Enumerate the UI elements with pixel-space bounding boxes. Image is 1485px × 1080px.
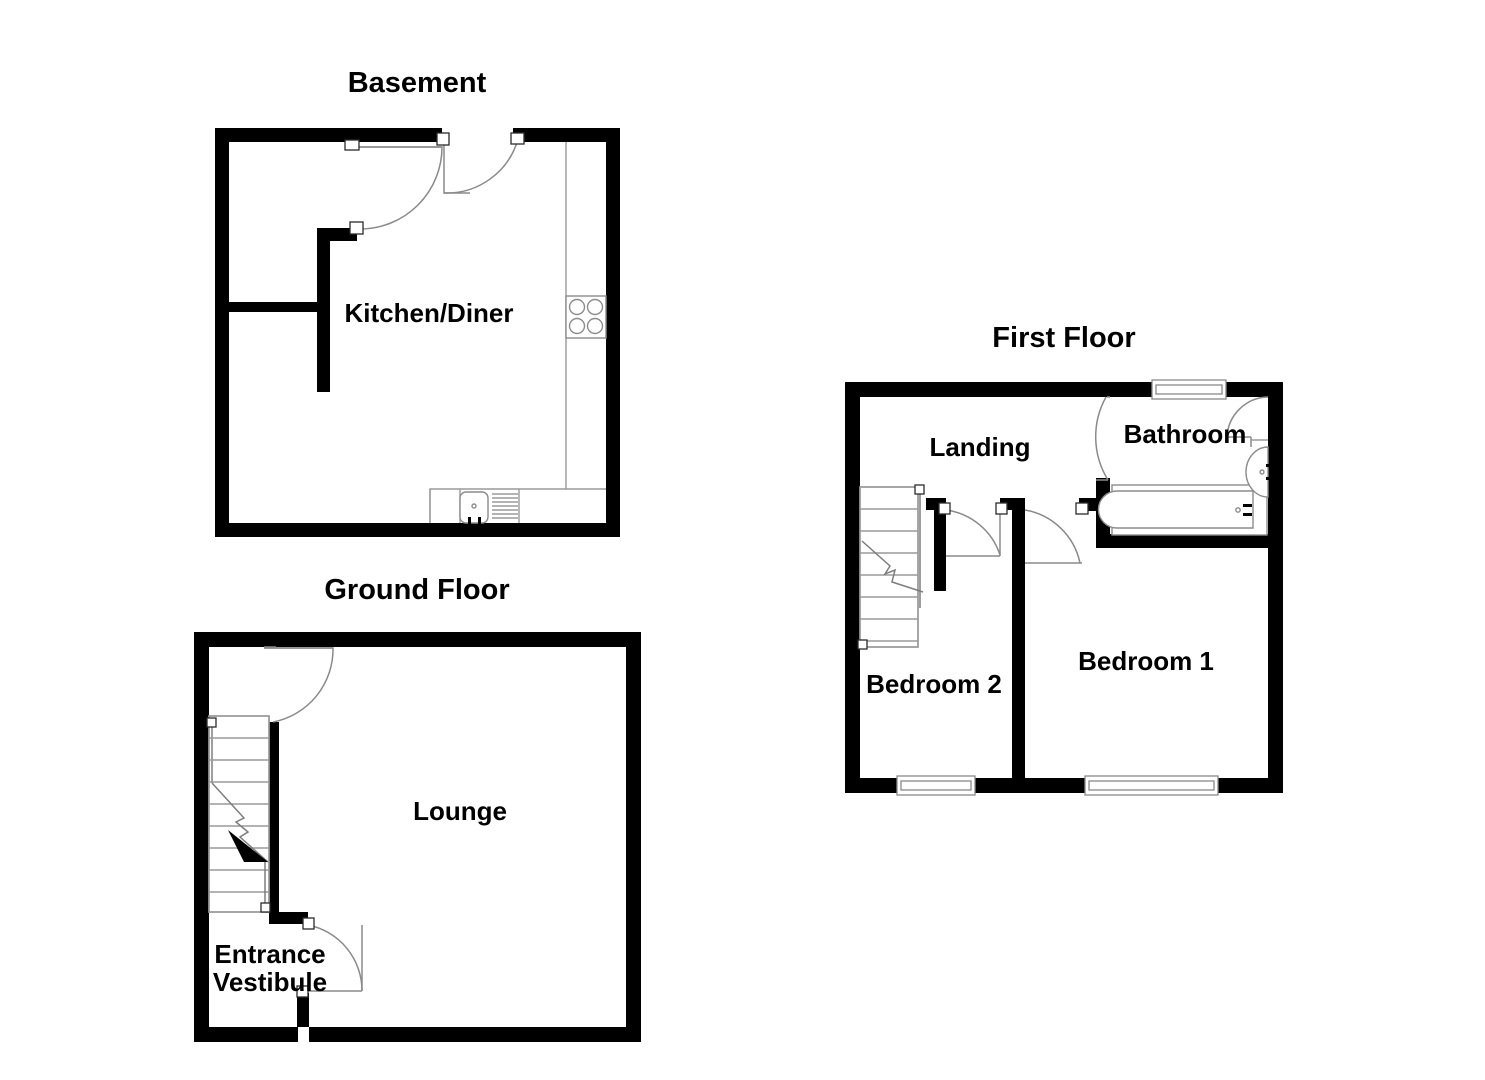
room-label-landing: Landing: [929, 432, 1030, 462]
first-floor-door-cupboard: [1226, 396, 1269, 447]
ground-floor-staircase: [206, 715, 271, 913]
first-floor-staircase: [857, 484, 925, 650]
ground-floor-door-understair: [264, 646, 334, 723]
basement-door-right: [436, 132, 525, 194]
floor-ground: Ground Floor: [194, 574, 641, 1042]
room-label-entrance-vestibule-line1: Entrance: [214, 939, 325, 969]
first-floor-bedroom-partition: [1000, 498, 1025, 783]
sink-icon: [459, 491, 518, 526]
first-floor-door-bedroom2: [938, 502, 1008, 557]
basement-door-left: [344, 139, 443, 235]
drainer-icon: [492, 493, 518, 519]
room-label-entrance-vestibule-line2: Vestibule: [213, 967, 327, 997]
wash-basin-icon: [1245, 439, 1275, 498]
room-label-bedroom-2: Bedroom 2: [866, 669, 1002, 699]
floor-basement: Basement: [215, 67, 620, 537]
basement-interior-walls: [229, 228, 357, 392]
first-floor-door-bedroom1: [1024, 502, 1089, 564]
room-label-lounge: Lounge: [413, 796, 507, 826]
first-floor-door-bathroom: [1094, 396, 1110, 481]
ground-floor-walls: [194, 632, 641, 1042]
ground-floor-door-entrance: [296, 917, 363, 998]
bath-tub-icon: [1097, 484, 1268, 536]
ground-floor-stair-wall: [269, 722, 308, 924]
first-floor-title: First Floor: [992, 322, 1135, 354]
basement-title: Basement: [348, 67, 487, 99]
window-bedroom2-bottom: [896, 775, 976, 796]
room-label-bedroom-1: Bedroom 1: [1078, 646, 1214, 676]
first-floor-walls: [845, 382, 1283, 793]
window-bedroom1-bottom: [1084, 775, 1219, 796]
basement-walls: [215, 128, 620, 537]
room-label-bathroom: Bathroom: [1124, 419, 1247, 449]
floor-first: First Floor: [845, 322, 1283, 796]
ground-floor-title: Ground Floor: [324, 574, 509, 606]
room-label-kitchen-diner: Kitchen/Diner: [344, 298, 513, 328]
window-bathroom-top: [1151, 379, 1227, 400]
hob-icon: [565, 295, 607, 339]
